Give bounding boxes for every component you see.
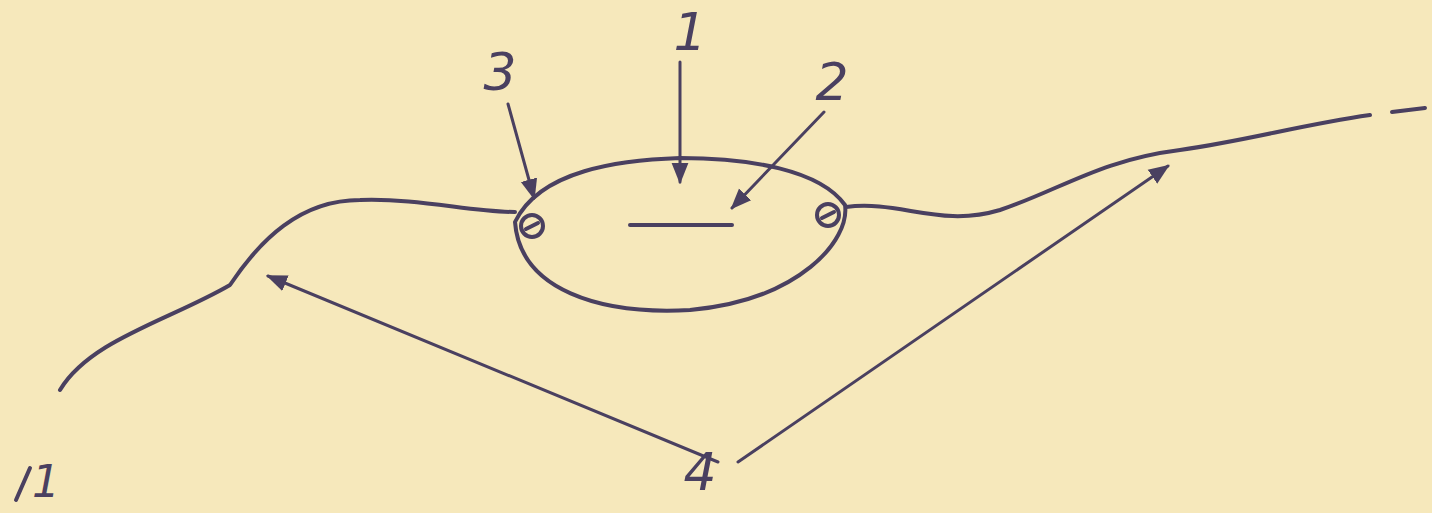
callout-number: 3 <box>483 46 516 98</box>
callout-number: 2 <box>815 56 848 108</box>
left-contour <box>60 200 515 390</box>
leader-line <box>732 112 824 208</box>
leader-line <box>508 104 534 198</box>
end-circle <box>817 204 839 226</box>
leader-line <box>268 276 718 462</box>
callout-number: 1 <box>32 460 60 504</box>
right-contour <box>846 115 1370 216</box>
leader-line <box>738 166 1168 462</box>
leader-line <box>679 62 682 182</box>
callout-number: 4 <box>683 446 716 498</box>
callout-number: 1 <box>673 6 706 58</box>
incision-line <box>630 223 732 227</box>
end-circle <box>521 215 543 237</box>
tick-mark <box>16 468 30 500</box>
